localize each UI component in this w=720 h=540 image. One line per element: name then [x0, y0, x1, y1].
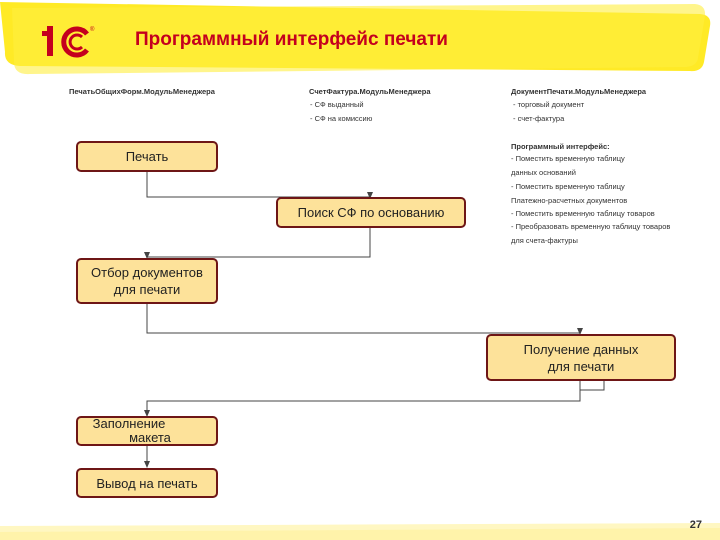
col3-heading: ДокументПечати.МодульМенеджера: [511, 87, 647, 96]
page-title: Программный интерфейс печати: [135, 29, 448, 50]
svg-text:®: ®: [90, 26, 95, 33]
col3-line: Платежно-расчетных документов: [511, 196, 628, 205]
connector-search-to-select: [144, 228, 371, 259]
flow-box-output-label: Вывод на печать: [96, 475, 198, 491]
col3-line: - Поместить временную таблицу: [511, 154, 625, 163]
col3-item: - счет-фактура: [513, 114, 565, 123]
col3-line: - Поместить временную таблицу товаров: [511, 209, 655, 218]
col3-line: для счета-фактуры: [511, 236, 578, 245]
flow-box-search-sf-label: Поиск СФ по основанию: [297, 205, 445, 220]
flow-box-fill-template-line1: Заполнение: [92, 416, 166, 431]
flow-box-print-label: Печать: [125, 149, 169, 164]
col2-item: - СФ выданный: [310, 100, 364, 109]
flow-box-output: Вывод на печать: [76, 468, 218, 498]
col3-item: - торговый документ: [513, 100, 585, 109]
footer-banner: [0, 523, 720, 540]
flow-box-fill-template: Заполнение макета: [76, 416, 218, 446]
col2-item: - СФ на комиссию: [310, 114, 373, 123]
col3-line: данных оснований: [511, 168, 576, 177]
connector-print-to-search: [146, 171, 373, 199]
flow-box-get-data-line2: для печати: [547, 358, 615, 374]
logo-1c-icon: ®: [42, 26, 95, 58]
connector-select-to-get: [146, 304, 583, 335]
connector-get-to-fill-2: [144, 381, 581, 417]
flow-box-select-docs-line2: для печати: [113, 282, 181, 297]
col3-subheading: Программный интерфейс:: [511, 142, 610, 151]
flow-box-print: Печать: [76, 141, 218, 172]
flow-box-search-sf: Поиск СФ по основанию: [276, 197, 466, 228]
flow-box-fill-template-line2: макета: [129, 430, 171, 445]
col2-heading: СчетФактура.МодульМенеджера: [309, 87, 431, 96]
flow-box-get-data-line1: Получение данных: [523, 341, 639, 357]
col3-line: - Преобразовать временную таблицу товаро…: [511, 222, 671, 231]
header-banner: [0, 2, 711, 75]
flow-box-select-docs: Отбор документов для печати: [76, 258, 218, 304]
page-number: 27: [689, 519, 702, 531]
flow-box-get-data: Получение данных для печати: [486, 334, 676, 381]
col3-line: - Поместить временную таблицу: [511, 182, 625, 191]
flow-box-select-docs-line1: Отбор документов: [91, 265, 203, 280]
col1-heading: ПечатьОбщихФорм.МодульМенеджера: [69, 87, 215, 96]
